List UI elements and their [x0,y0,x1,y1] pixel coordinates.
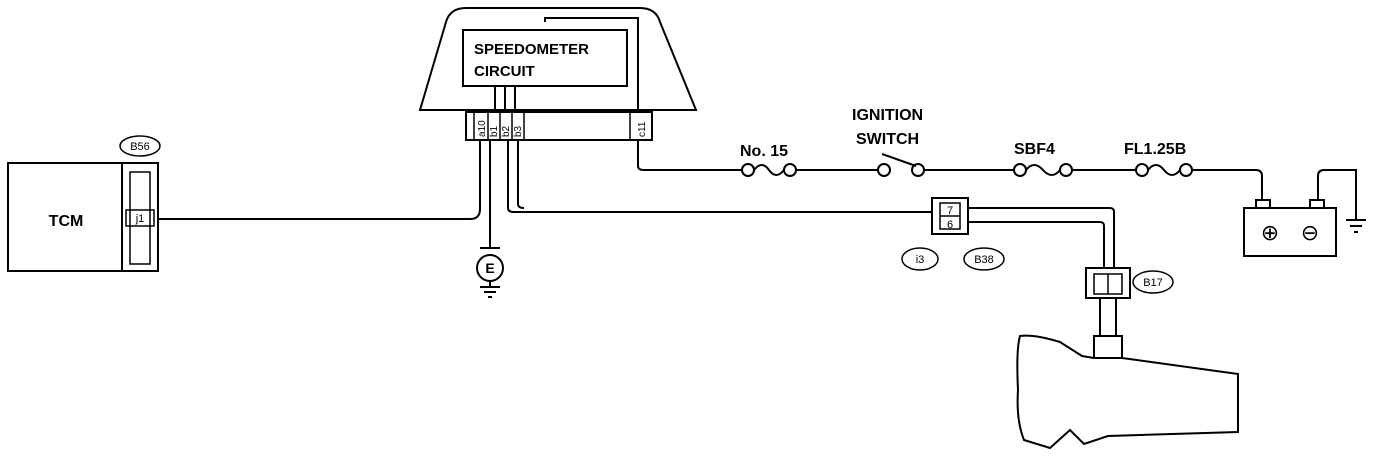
ignition-label-line2: SWITCH [856,131,919,148]
tcm-label: TCM [49,213,84,230]
battery-positive-icon: ⊕ [1261,220,1279,245]
pin-a10-label: a10 [477,120,488,137]
connector-i3-b38: 7 6 i3 B38 [901,197,1005,271]
ground-e-label: E [485,260,494,276]
ignition-switch: IGNITION SWITCH [852,107,925,177]
connector-b56-label: B56 [130,141,150,153]
connector-b38-label: B38 [974,254,994,266]
wire-i3-to-b17-a [968,207,1115,268]
tcm-unit: TCM [7,162,123,272]
pin-7-label: 7 [947,205,953,217]
wire-c11-to-fuse15 [637,140,742,171]
sbf4-label: SBF4 [1014,141,1055,158]
ground-e: E [476,140,504,298]
fuse-fl125b: FL1.25B [1124,141,1193,177]
transmission-housing [1016,334,1239,450]
speedometer-label-line2: CIRCUIT [474,63,535,80]
connector-i3-label: i3 [916,254,925,266]
pin-b2-label: b2 [501,125,512,137]
pin-c11-label: c11 [637,121,648,137]
fl125b-label: FL1.25B [1124,141,1186,158]
connector-b17: B17 [1085,267,1174,340]
fuse-sbf4: SBF4 [1013,141,1073,177]
speedometer-label-line1: SPEEDOMETER [474,41,589,58]
tcm-connector-b56: j1 B56 [119,135,161,272]
wire-tcm-to-a10 [158,140,481,220]
ignition-label-line1: IGNITION [852,107,923,124]
fuse-no15: No. 15 [740,143,797,177]
wire-b2-to-i3 [507,140,932,213]
wire-i3-to-b17-b [968,221,1105,268]
pin-b1-label: b1 [489,125,500,137]
fuse-no15-label: No. 15 [740,143,788,160]
battery: ⊕ ⊖ [1243,169,1366,257]
combination-meter: SPEEDOMETER CIRCUIT a10 b1 b2 b3 c11 [418,7,698,141]
pin-b3-label: b3 [513,125,524,137]
connector-b17-label: B17 [1143,277,1163,289]
pin-j1-label: j1 [135,213,145,225]
battery-negative-icon: ⊖ [1301,220,1319,245]
pin-6-label: 6 [947,219,953,231]
